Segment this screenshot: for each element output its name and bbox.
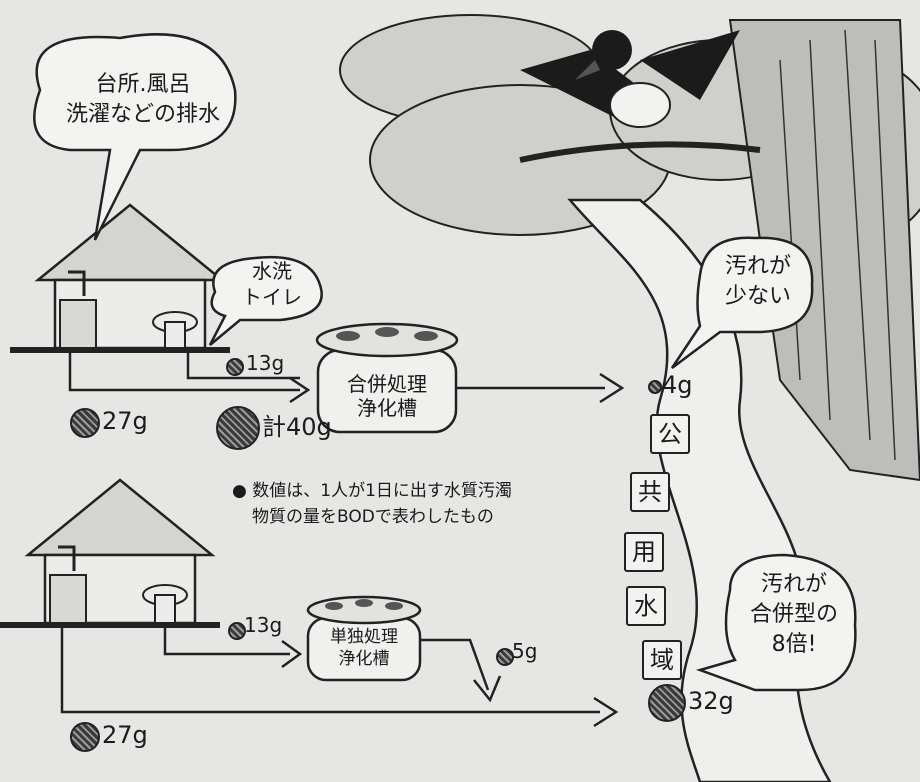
dirty-line1: 汚れが (760, 572, 827, 597)
toilet-line2: トイレ (242, 285, 302, 309)
single-house-amount: 27g (102, 721, 148, 749)
toilet-bubble-text: 水洗 トイレ (232, 258, 312, 310)
tank-single (306, 595, 422, 682)
single-toilet-amount: 13g (244, 613, 283, 637)
river-char: 水 (626, 586, 666, 626)
combined-tank-line2: 浄化槽 (357, 396, 417, 420)
note-line2: 物質の量をBODで表わしたもの (252, 507, 494, 527)
river-char: 公 (650, 414, 690, 454)
single-tank-output: 5g (512, 639, 538, 663)
pollution-dot-icon (496, 648, 514, 666)
pollution-dot-icon (226, 358, 244, 376)
river-char: 共 (630, 472, 670, 512)
pollution-dot-icon (70, 408, 100, 438)
pollution-dot-icon (648, 684, 686, 722)
note: ● 数値は、1人が1日に出す水質汚濁 物質の量をBODで表わしたもの (232, 478, 512, 530)
crow-icon (520, 30, 740, 128)
combined-tank-label: 合併処理 浄化槽 (322, 372, 452, 420)
combined-tank-line1: 合併処理 (347, 372, 427, 396)
single-tank-line2: 浄化槽 (338, 649, 390, 669)
clean-line1: 汚れが (724, 254, 791, 279)
note-line1-text: 数値は、1人が1日に出す水質汚濁 (252, 481, 512, 501)
tree-branch (519, 141, 761, 163)
toilet-line1: 水洗 (252, 259, 292, 283)
tank-combined (315, 322, 459, 434)
single-tank-label: 単独処理 浄化槽 (310, 626, 418, 670)
kitchen-bubble-text: 台所.風呂 洗濯などの排水 (58, 70, 228, 130)
dirty-bubble-text: 汚れが 合併型の 8倍! (738, 570, 850, 660)
combined-total: 計40g (262, 413, 332, 441)
single-tank-line1: 単独処理 (330, 627, 398, 647)
pollution-dot-icon (70, 722, 100, 752)
combined-toilet-amount: 13g (246, 351, 285, 375)
combined-output: 4g (662, 371, 693, 399)
kitchen-line1: 台所.風呂 (95, 72, 191, 97)
speech-bubbles (33, 33, 857, 692)
dirty-line2: 合併型の (749, 602, 838, 627)
dirty-line3: 8倍! (771, 632, 817, 657)
house-combined (10, 203, 230, 353)
combined-house-amount: 27g (102, 407, 148, 435)
clean-line2: 少ない (724, 284, 791, 309)
pollution-dot-icon (228, 622, 246, 640)
single-river-total: 32g (688, 687, 734, 715)
clean-bubble-text: 汚れが 少ない (712, 252, 804, 312)
kitchen-line2: 洗濯などの排水 (65, 102, 220, 127)
pollution-dot-icon (216, 406, 260, 450)
note-line1: ● 数値は、1人が1日に出す水質汚濁 (232, 481, 512, 501)
river-char: 域 (642, 640, 682, 680)
pollution-dot-icon (648, 380, 662, 394)
house-single (0, 478, 220, 628)
flow-arrows (60, 352, 625, 728)
river-char: 用 (624, 532, 664, 572)
